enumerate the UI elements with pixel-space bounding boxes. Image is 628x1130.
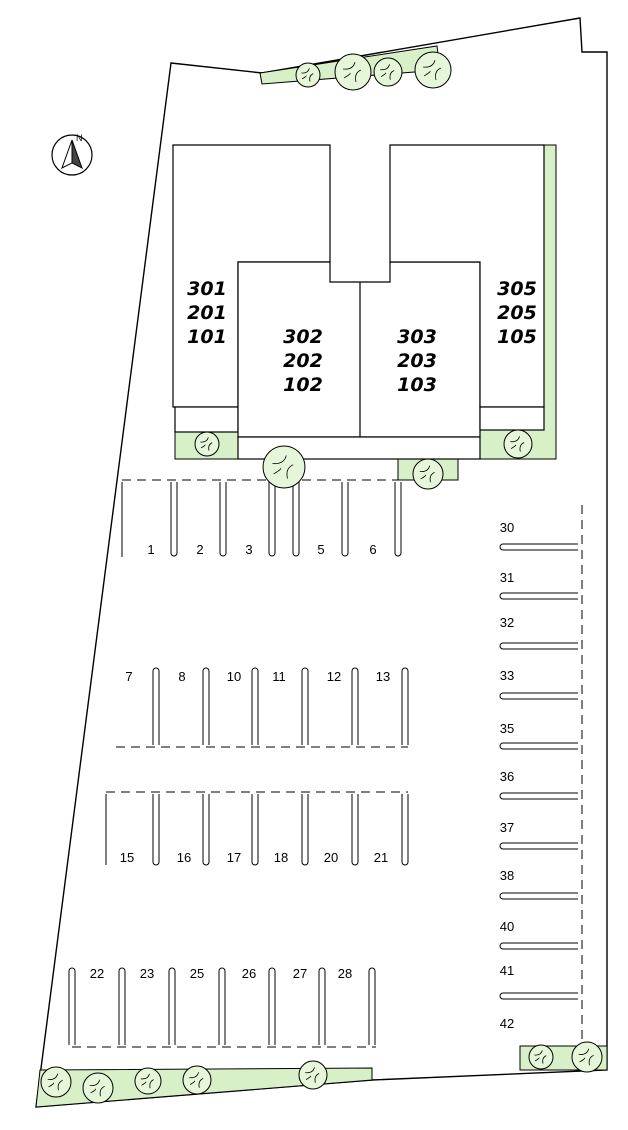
parking-space-label: 41: [500, 963, 514, 978]
parking-space-label: 8: [178, 669, 185, 684]
tree-icon: [295, 62, 321, 88]
parking-space-label: 32: [500, 615, 514, 630]
tree-icon: [262, 445, 306, 489]
parking-space-label: 31: [500, 570, 514, 585]
north-arrow-icon: N: [51, 133, 93, 176]
buildings: [172, 144, 545, 460]
parking-space-label: 27: [293, 966, 307, 981]
parking-space-label: 5: [317, 542, 324, 557]
tree-icon: [503, 429, 533, 459]
north-label: N: [76, 133, 83, 143]
tree-icon: [571, 1041, 603, 1073]
parking-lines: [68, 479, 583, 1048]
parking-labels: 1 2 3 5 6 7 8 10 11 12 13 15 16 17 18 20…: [90, 520, 514, 1031]
parking-space-label: 22: [90, 966, 104, 981]
parking-space-label: 25: [190, 966, 204, 981]
parking-space-label: 28: [338, 966, 352, 981]
unit-label: 302: [283, 326, 323, 348]
unit-label: 305: [497, 278, 537, 300]
parking-space-label: 38: [500, 868, 514, 883]
building-center-wing: [237, 261, 481, 438]
unit-label: 203: [397, 350, 437, 372]
parking-space-label: 21: [374, 850, 388, 865]
parking-space-label: 16: [177, 850, 191, 865]
unit-label: 205: [497, 302, 537, 324]
parking-space-label: 42: [500, 1016, 514, 1031]
tree-icon: [82, 1072, 114, 1104]
unit-label: 201: [187, 302, 227, 324]
parking-space-label: 2: [196, 542, 203, 557]
building-west-balcony: [174, 406, 239, 433]
parking-space-label: 23: [140, 966, 154, 981]
parking-space-label: 10: [227, 669, 241, 684]
unit-label: 202: [283, 350, 323, 372]
tree-icon: [373, 57, 403, 87]
tree-icon: [194, 431, 220, 457]
parking-space-label: 1: [147, 542, 154, 557]
parking-space-label: 13: [376, 669, 390, 684]
parking-space-label: 20: [324, 850, 338, 865]
unit-labels: 301 201 101 302 202 102 303 203 103 305 …: [187, 278, 537, 396]
tree-icon: [414, 51, 452, 89]
parking-space-label: 3: [245, 542, 252, 557]
tree-icon: [134, 1067, 162, 1095]
parking-space-label: 30: [500, 520, 514, 535]
unit-label: 105: [497, 326, 537, 348]
tree-icon: [40, 1066, 72, 1098]
parking-space-label: 26: [242, 966, 256, 981]
tree-icon: [334, 53, 372, 91]
tree-icon: [528, 1044, 554, 1070]
parking-space-label: 36: [500, 769, 514, 784]
parking-space-label: 12: [327, 669, 341, 684]
parking-space-label: 6: [369, 542, 376, 557]
parking-space-label: 40: [500, 919, 514, 934]
unit-label: 101: [187, 326, 227, 348]
parking-space-label: 7: [125, 669, 132, 684]
parking-space-label: 33: [500, 668, 514, 683]
unit-label: 301: [187, 278, 227, 300]
tree-icon: [298, 1060, 328, 1090]
parking-space-label: 18: [274, 850, 288, 865]
unit-label: 303: [397, 326, 437, 348]
parking-space-label: 17: [227, 850, 241, 865]
parking-space-label: 15: [120, 850, 134, 865]
unit-label: 103: [397, 374, 437, 396]
unit-label: 102: [283, 374, 323, 396]
tree-icon: [412, 458, 444, 490]
parking-space-label: 37: [500, 820, 514, 835]
parking-space-label: 35: [500, 721, 514, 736]
trees: [40, 51, 603, 1104]
tree-icon: [182, 1065, 212, 1095]
building-east-balcony: [479, 406, 545, 431]
parking-space-label: 11: [272, 669, 286, 684]
